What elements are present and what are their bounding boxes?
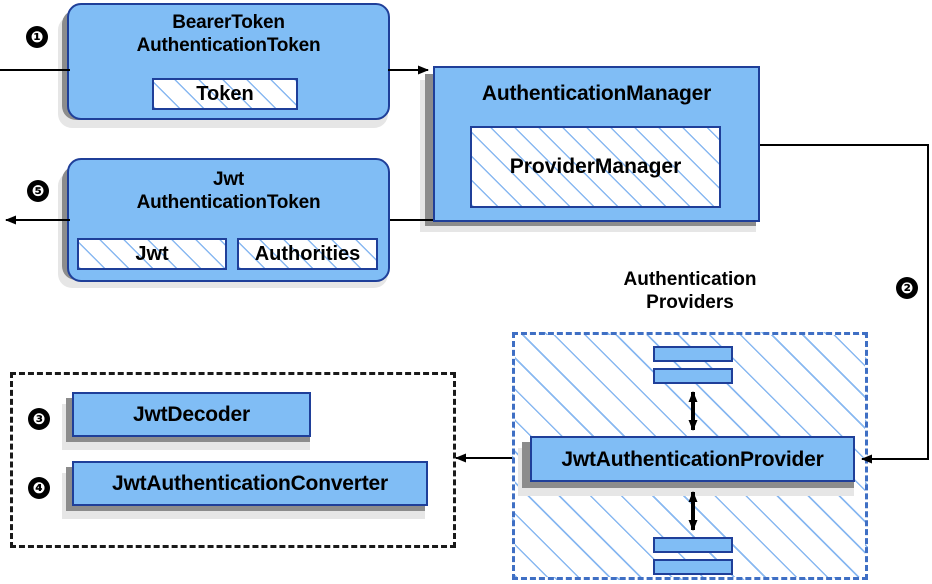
field-token-label: Token	[196, 82, 254, 105]
field-jwt-label: Jwt	[135, 242, 169, 265]
field-jwt: Jwt	[77, 238, 227, 270]
provider-stub-bar-top-2	[653, 368, 733, 384]
node-jwt-authentication-converter[interactable]: JwtAuthenticationConverter	[72, 461, 428, 506]
marker-5: ❺	[27, 180, 49, 202]
node-bearer-token-label: BearerToken AuthenticationToken	[136, 12, 321, 56]
node-jwt-decoder[interactable]: JwtDecoder	[72, 392, 311, 437]
provider-stub-bar-bottom-2	[653, 559, 733, 575]
marker-1: ❶	[26, 26, 48, 48]
authentication-providers-caption: Authentication Providers	[623, 269, 757, 313]
provider-stub-bar-bottom-1	[653, 537, 733, 553]
jwt-decoder-converter-container	[10, 372, 456, 548]
field-token: Token	[152, 78, 298, 110]
marker-3: ❸	[28, 408, 50, 430]
field-provider-manager-label: ProviderManager	[509, 155, 682, 178]
node-jwt-authentication-converter-label: JwtAuthenticationConverter	[112, 472, 388, 495]
node-authentication-manager-label: AuthenticationManager	[481, 82, 712, 105]
node-jwt-decoder-label: JwtDecoder	[132, 403, 251, 426]
marker-4: ❹	[28, 477, 50, 499]
marker-2: ❷	[896, 277, 918, 299]
node-jwt-authentication-provider[interactable]: JwtAuthenticationProvider	[530, 436, 855, 482]
node-jwt-authentication-token-label: Jwt AuthenticationToken	[136, 169, 321, 213]
field-authorities: Authorities	[237, 238, 378, 270]
node-jwt-authentication-provider-label: JwtAuthenticationProvider	[561, 447, 824, 471]
field-authorities-label: Authorities	[254, 242, 361, 265]
provider-stub-bar-top-1	[653, 346, 733, 362]
field-provider-manager: ProviderManager	[470, 126, 721, 208]
